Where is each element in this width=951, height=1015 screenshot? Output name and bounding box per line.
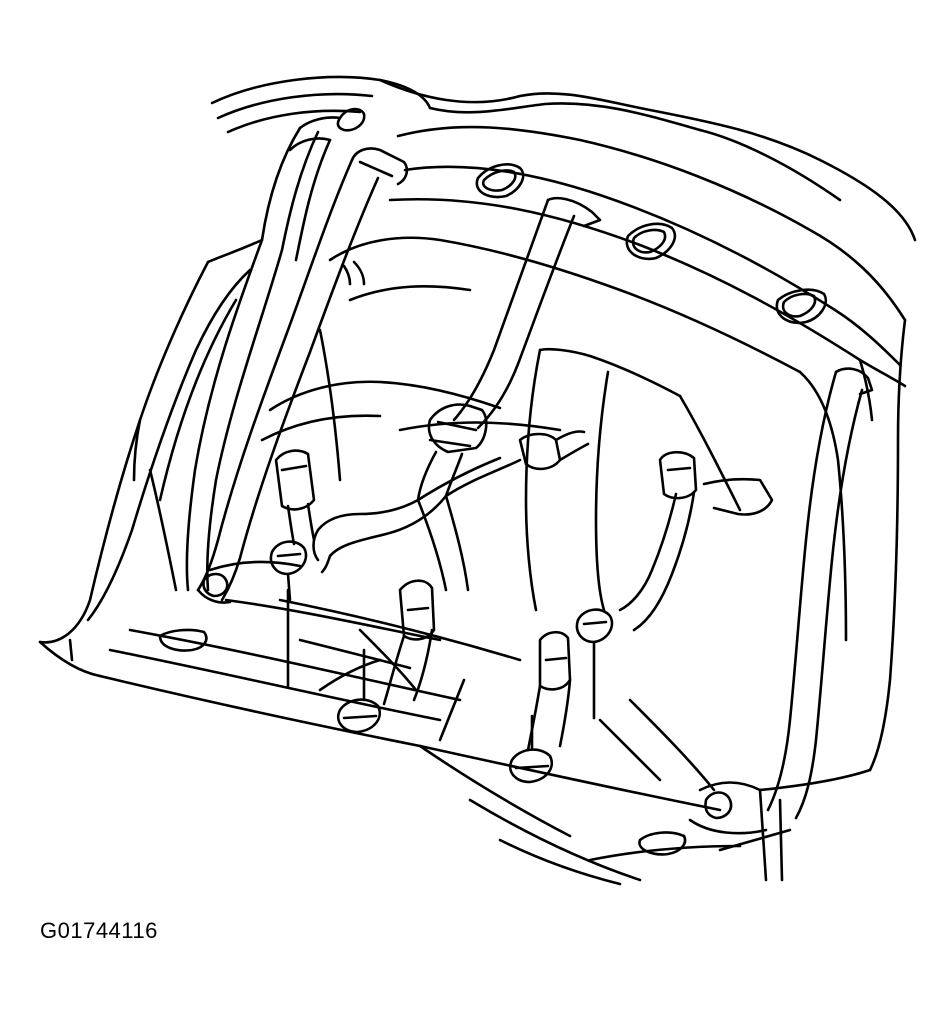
center-buckle-assembly [312, 430, 590, 592]
floor-pan [98, 560, 742, 886]
seat-back [260, 236, 848, 642]
left-outboard-belt [196, 147, 409, 604]
package-shelf [388, 125, 907, 367]
shelf-slot-right [775, 288, 827, 325]
right-buckle-anchor-bolt [575, 608, 614, 644]
floor-anchors [337, 579, 572, 784]
floor-bolt-left [337, 698, 381, 734]
left-buckle-assembly [269, 449, 316, 688]
left-side-trim [38, 107, 366, 678]
right-outboard-belt [688, 367, 874, 835]
rear-seat-belt-diagram [38, 75, 917, 886]
right-belt-anchor-bolt [704, 791, 733, 820]
left-buckle-housing [274, 449, 316, 511]
figure-id: G01744116 [40, 918, 158, 943]
left-buckle-anchor-bolt [269, 540, 308, 576]
pillar-anchor [336, 107, 366, 132]
left-belt-anchor-bolt [202, 572, 229, 598]
shelf-slot-center [625, 222, 677, 261]
right-side-trim [718, 318, 907, 882]
center-latch-plate [518, 432, 562, 471]
center-floor-anchor-left [398, 579, 436, 641]
right-buckle-assembly [575, 450, 774, 720]
right-buckle-housing [658, 450, 698, 500]
shelf-slot-left [475, 163, 525, 199]
line-art [38, 75, 917, 886]
center-shoulder-belt [416, 196, 602, 502]
rear-window-frame [210, 75, 917, 242]
